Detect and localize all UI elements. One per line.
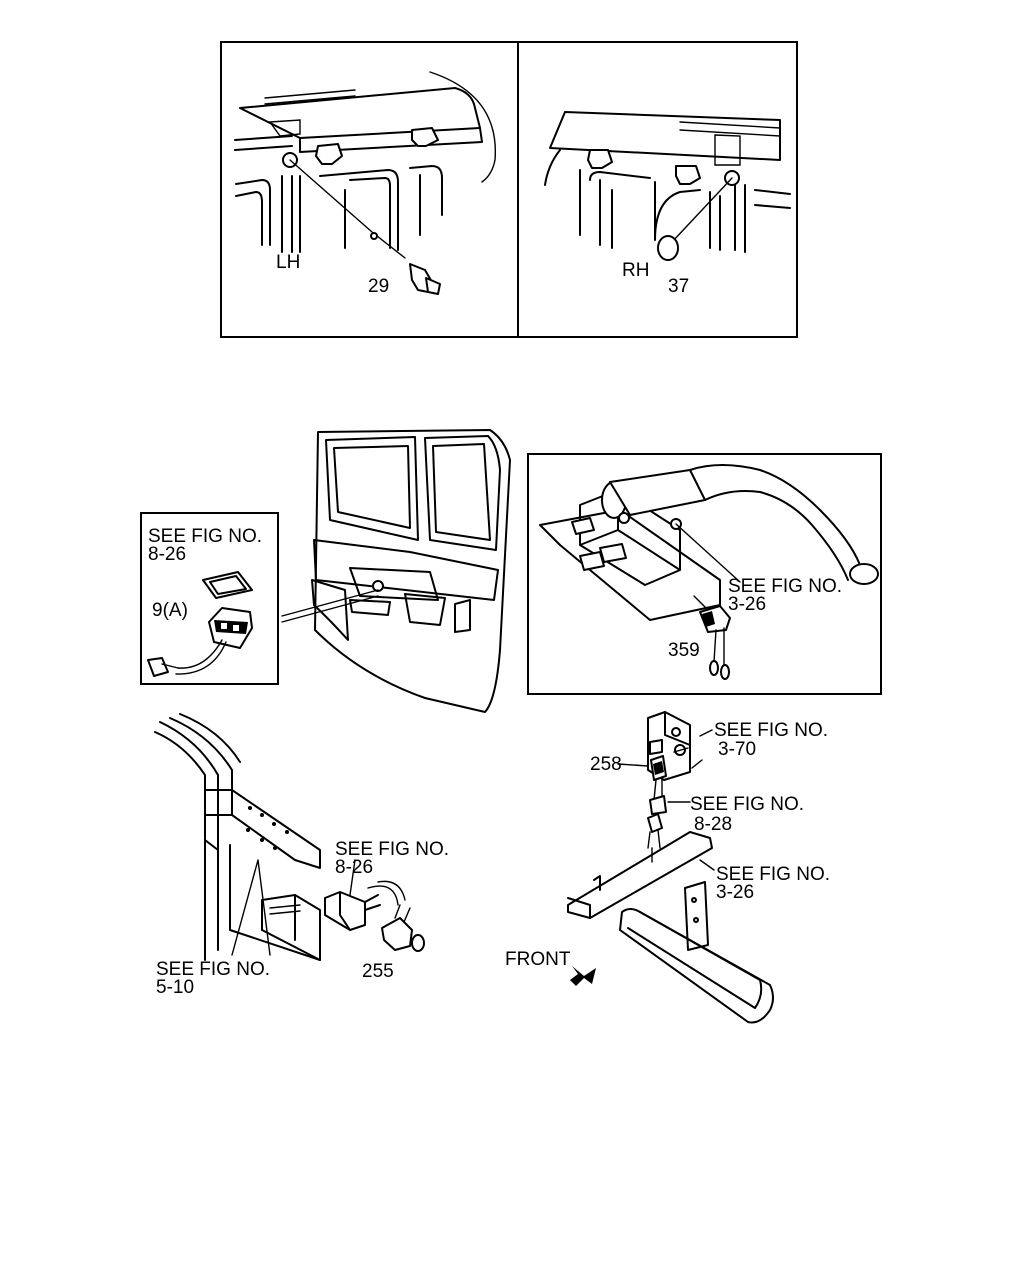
lh-dash-view [234,71,497,295]
frame-assembly [567,711,774,1024]
bracket-see-fig-5-10-line2: 5-10 [156,977,194,998]
door-illustration [281,429,511,713]
part-number-359: 359 [668,640,700,661]
front-arrow-icon [570,966,596,986]
part-number-9a: 9(A) [152,600,188,621]
part-number-37: 37 [668,276,689,297]
frame-see-fig-8-28-line1: SEE FIG NO. [690,794,804,815]
frame-post [684,881,709,951]
top-panel: LH 29 RH 37 [220,41,798,338]
front-label: FRONT [505,949,571,970]
switch-see-fig-line1: SEE FIG NO. [148,526,262,547]
frame-see-fig-3-26-line1: SEE FIG NO. [716,864,830,885]
rh-label: RH [622,260,649,281]
frame-see-fig-3-26-line2: 3-26 [716,882,754,903]
frame-see-fig-3-70-line1: SEE FIG NO. [714,720,828,741]
top-panel-frame [220,41,798,338]
crossmember [567,831,713,919]
switch-callout-frame [140,512,279,685]
motor-callout-frame [527,453,882,695]
part-number-29: 29 [368,276,389,297]
lh-label: LH [276,252,300,273]
hose-end [849,563,879,585]
switch-see-fig-line2: 8-26 [148,544,186,565]
bracket-see-fig-8-26-line1: SEE FIG NO. [335,839,449,860]
rh-dash-view [544,111,791,261]
switch-callout-box [140,512,279,685]
bracket-assembly [154,713,425,961]
frame-see-fig-8-28-line2: 8-28 [694,814,732,835]
motor-see-fig-line2: 3-26 [728,594,766,615]
connector-plug [147,657,169,677]
motor-callout-box [527,453,882,695]
mounting-plate [539,509,721,621]
part-number-258: 258 [590,754,622,775]
motor-see-fig-line1: SEE FIG NO. [728,576,842,597]
bracket-see-fig-8-26-line2: 8-26 [335,857,373,878]
leader-5-10 [231,859,271,956]
frame-see-fig-3-70-line2: 3-70 [718,739,756,760]
frame-rail [619,908,774,1024]
sensor-255 [381,917,413,951]
bracket-see-fig-5-10-line1: SEE FIG NO. [156,959,270,980]
part-number-255: 255 [362,961,394,982]
